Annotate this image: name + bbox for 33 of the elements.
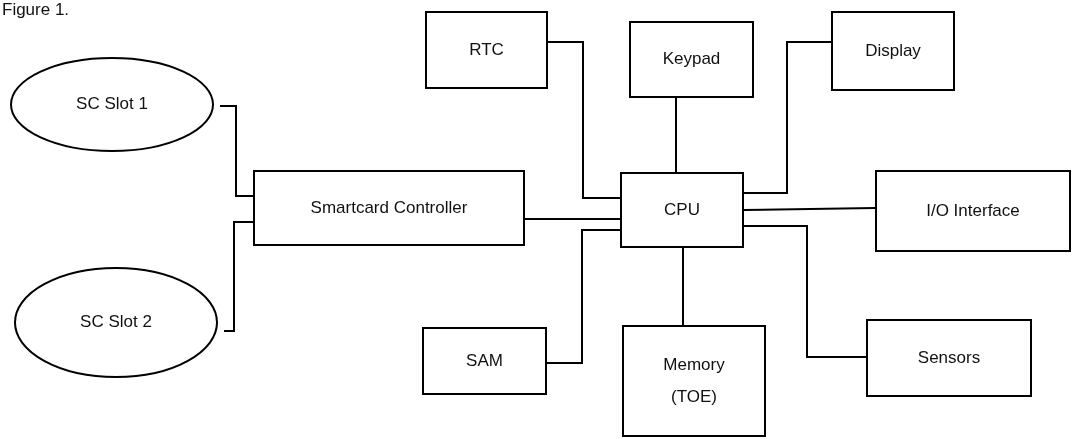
slot-ellipse xyxy=(10,57,214,152)
slot-ellipse xyxy=(14,267,218,378)
connector-line xyxy=(743,207,876,211)
connector-line xyxy=(219,105,254,197)
connector-line xyxy=(524,218,621,220)
node-label: I/O Interface xyxy=(926,199,1020,222)
node-label: SC Slot 1 xyxy=(76,93,148,116)
node-label: Memory (TOE) xyxy=(662,353,726,408)
connector-line xyxy=(223,221,254,332)
component-box xyxy=(253,170,525,246)
node-label: Sensors xyxy=(917,346,981,369)
component-box xyxy=(831,11,955,91)
connector-line xyxy=(546,229,621,364)
node-label: RTC xyxy=(469,38,504,61)
component-box xyxy=(629,21,754,98)
component-box xyxy=(620,172,744,248)
component-box xyxy=(422,327,547,395)
connector-line xyxy=(743,225,867,358)
component-box xyxy=(425,11,548,89)
node-label: SC Slot 2 xyxy=(80,311,152,334)
node-label: SAM xyxy=(466,349,503,372)
component-box xyxy=(866,319,1032,397)
node-label: CPU xyxy=(664,198,700,221)
connector-line xyxy=(675,97,677,173)
connector-line xyxy=(682,247,684,326)
component-box xyxy=(622,325,766,437)
component-box xyxy=(875,170,1071,252)
figure-title: Figure 1. xyxy=(2,0,70,21)
connector-line xyxy=(547,41,621,199)
connector-line xyxy=(743,41,832,194)
node-label: Keypad xyxy=(662,48,721,71)
node-label: Smartcard Controller xyxy=(310,196,468,219)
node-label: Display xyxy=(865,39,921,62)
